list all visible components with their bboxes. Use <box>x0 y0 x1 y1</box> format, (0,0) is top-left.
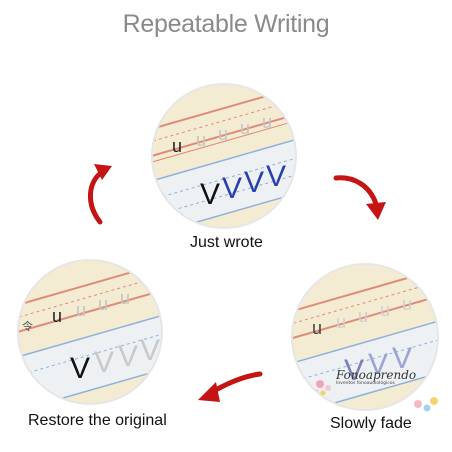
bubbles-decoration <box>414 397 438 412</box>
brand-tagline: Inventos fonoaudiológicos <box>336 381 395 386</box>
svg-text:V: V <box>222 172 242 205</box>
svg-text:u: u <box>120 288 130 308</box>
caption-just-wrote: Just wrote <box>190 234 263 251</box>
letter-u-traced: u <box>172 136 182 156</box>
svg-text:u: u <box>76 300 86 320</box>
curved-arrow-icon <box>88 164 112 225</box>
svg-text:u: u <box>402 294 412 314</box>
stroke-order-icon: 令 <box>22 319 33 333</box>
page-title: Repeatable Writing <box>122 10 330 38</box>
svg-text:V: V <box>368 348 388 381</box>
svg-text:V: V <box>244 166 264 199</box>
caption-restore-original: Restore the original <box>28 412 167 429</box>
svg-text:u: u <box>218 124 228 144</box>
letter-u-original: u <box>52 306 62 326</box>
svg-text:V: V <box>140 334 160 367</box>
brand-logo: Fonoaprendo Inventos fonoaudiológicos <box>336 368 416 386</box>
svg-text:V: V <box>118 340 138 373</box>
svg-text:u: u <box>336 312 346 332</box>
brand-name: Fonoaprendo <box>336 368 417 382</box>
letter-u-fading: u <box>312 318 322 338</box>
svg-text:u: u <box>240 118 250 138</box>
svg-text:u: u <box>380 300 390 320</box>
letter-v-traced: V <box>200 178 220 211</box>
letter-v-fading: V <box>344 354 364 387</box>
svg-text:u: u <box>358 306 368 326</box>
svg-text:V: V <box>392 342 412 375</box>
svg-text:u: u <box>262 112 272 132</box>
svg-text:u: u <box>98 294 108 314</box>
curved-arrow-icon <box>198 371 263 402</box>
curved-arrow-icon <box>333 175 386 220</box>
svg-text:V: V <box>94 346 114 379</box>
letter-v-original: V <box>70 352 90 385</box>
svg-text:u: u <box>196 130 206 150</box>
svg-text:V: V <box>266 160 286 193</box>
caption-slowly-fade: Slowly fade <box>330 415 412 432</box>
